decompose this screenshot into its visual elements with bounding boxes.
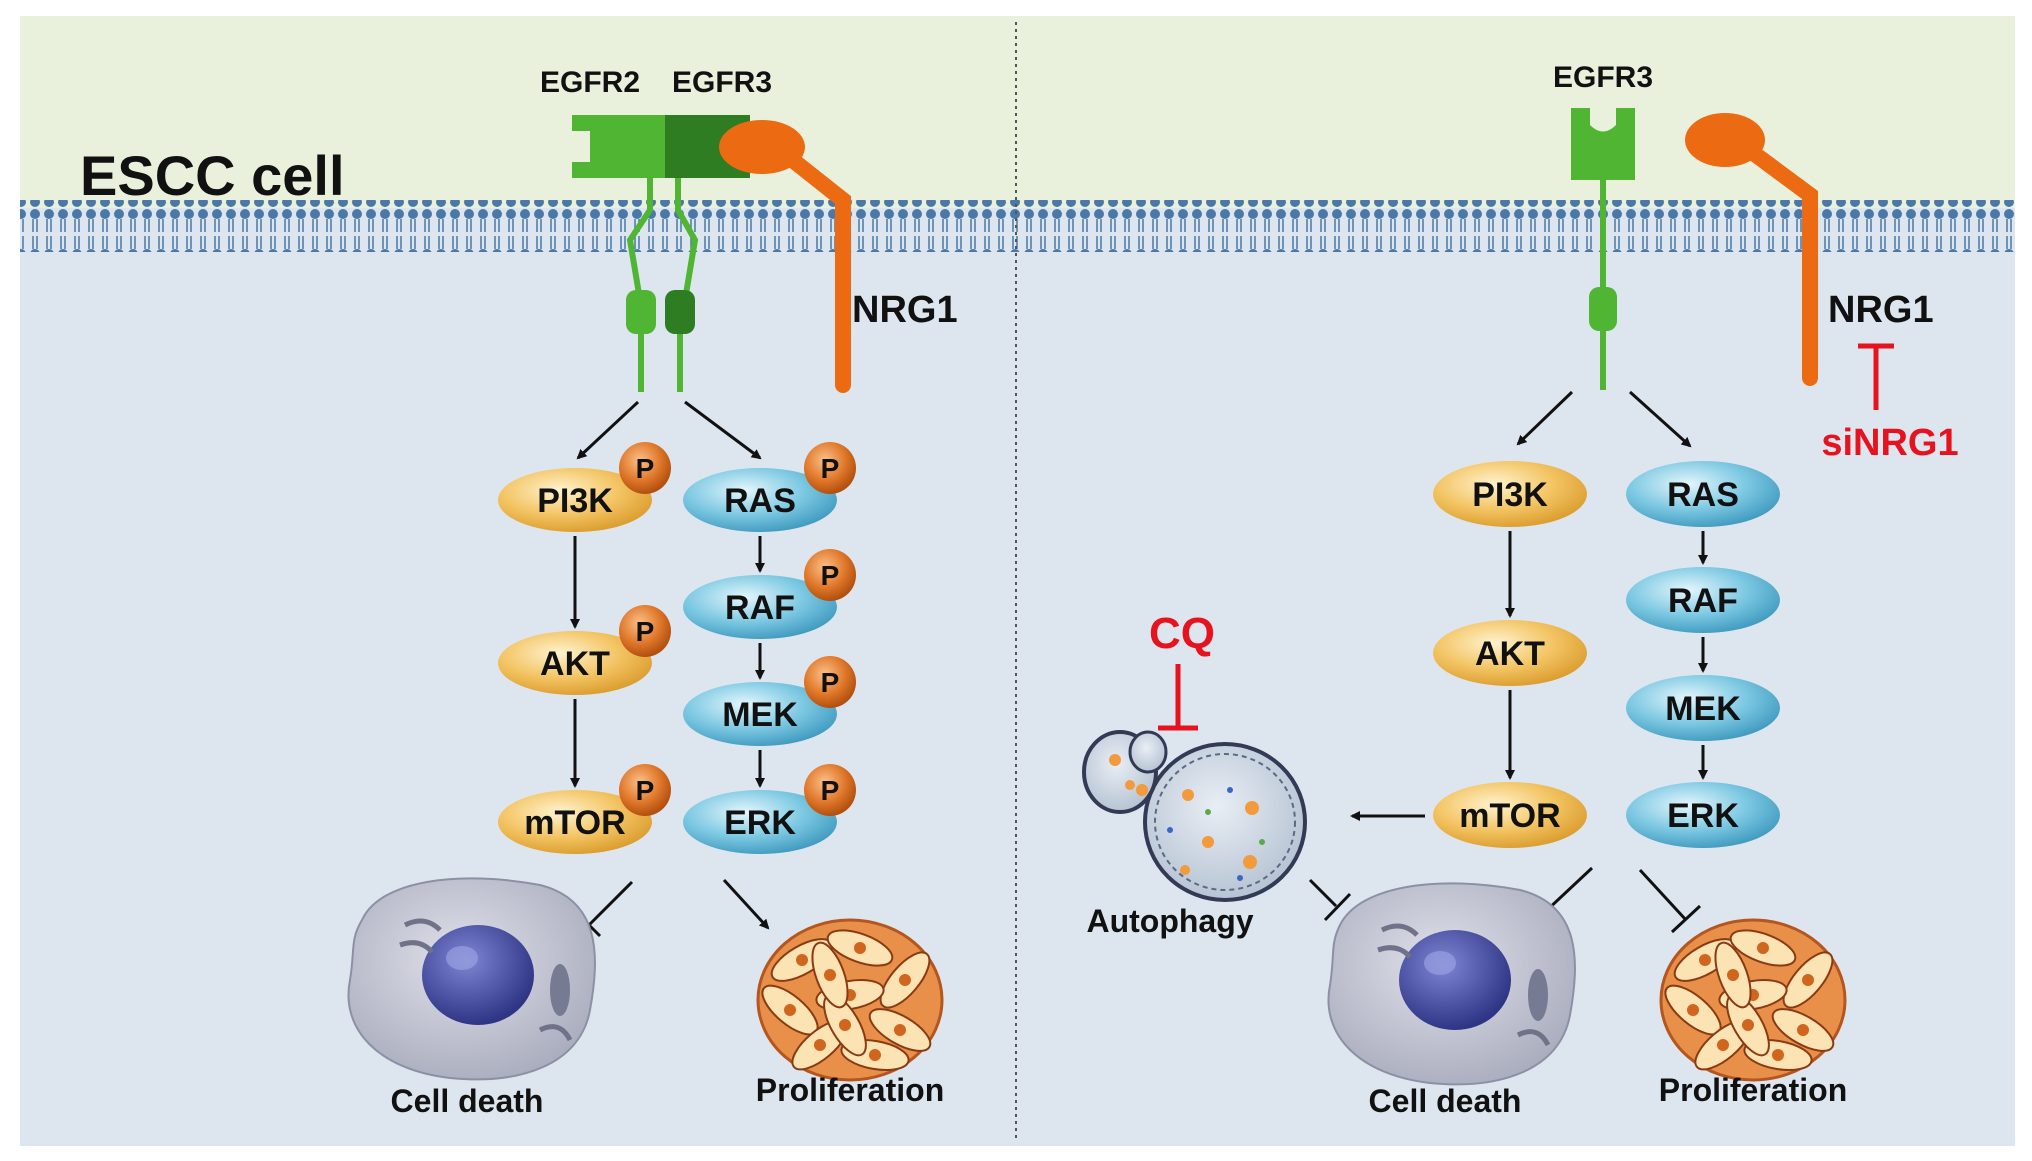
left-outcome-cell-death: Cell death [391,1083,544,1119]
right-receptor-monomer [1571,108,1635,390]
left-ras-column: RAS P RAF P MEK P ERK P [683,442,856,854]
right-node-label-akt: AKT [1475,635,1545,673]
left-node-erk [683,790,837,854]
left-cell-death-illustration [347,877,596,1081]
inhibit-right-erk-to-proliferation [1638,868,1688,922]
left-node-label-mek: MEK [722,696,798,734]
left-node-akt [498,631,652,695]
right-node-raf [1626,567,1780,633]
left-phospho-label-ras: P [821,453,840,484]
left-node-label-raf: RAF [725,589,795,627]
left-phospho-label-raf: P [821,560,840,591]
cell-label: ESCC cell [80,144,345,207]
left-ligand-label: NRG1 [852,289,958,331]
right-cell-death-illustration [1327,882,1576,1086]
left-phospho-pi3k [619,442,671,494]
inhibit-left-mtor-to-cell-death [588,880,634,926]
right-pi3k-column: PI3K AKT mTOR [1433,461,1587,848]
right-node-erk [1626,782,1780,848]
autophagy-illustration [1082,730,1307,902]
right-proliferation-illustration [1659,918,1847,1082]
left-phospho-akt [619,605,671,657]
left-phospho-mtor [619,764,671,816]
arrow-right-receptor-to-ras [1628,390,1692,448]
right-node-label-mtor: mTOR [1459,797,1560,835]
left-phospho-ras [804,442,856,494]
left-node-ras [683,468,837,532]
left-node-label-akt: AKT [540,645,610,683]
arrow-receptor-to-pi3k [576,400,640,460]
left-phospho-label-erk: P [821,775,840,806]
inhibit-autophagy-to-cell-death [1308,878,1338,908]
left-phospho-label-pi3k: P [636,453,655,484]
left-phospho-raf [804,549,856,601]
left-receptor-dimer [572,115,750,392]
right-outcome-proliferation: Proliferation [1659,1072,1847,1108]
inhibit-right-bar [1670,904,1702,934]
right-node-pi3k [1433,461,1587,527]
left-phospho-label-akt: P [636,616,655,647]
left-node-mtor [498,790,652,854]
right-ligand-label: NRG1 [1828,289,1934,331]
cell-membrane [20,200,2015,252]
arrow-receptor-to-ras [684,400,762,460]
left-node-raf [683,575,837,639]
autophagy-label: Autophagy [1086,903,1253,939]
left-phospho-mek [804,656,856,708]
left-node-mek [683,682,837,746]
right-node-mtor [1433,782,1587,848]
right-ras-column: RAS RAF MEK ERK [1626,461,1780,848]
left-phospho-label-mtor: P [636,775,655,806]
receptor-label-egfr2: EGFR2 [540,66,640,99]
left-nrg1-ligand [719,120,851,393]
left-node-label-ras: RAS [724,482,796,520]
right-node-label-pi3k: PI3K [1472,476,1548,514]
left-node-pi3k [498,468,652,532]
right-node-label-ras: RAS [1667,476,1739,514]
sinrg1-label: siNRG1 [1821,422,1958,464]
right-node-label-raf: RAF [1668,582,1738,620]
receptor-label-egfr3: EGFR3 [672,66,772,99]
right-node-label-erk: ERK [1667,797,1739,835]
inhibit-autophagy-bar [1323,892,1352,922]
left-node-label-erk: ERK [724,804,796,842]
right-receptor-label: EGFR3 [1553,61,1653,94]
right-node-mek [1626,675,1780,741]
left-proliferation-illustration [756,918,944,1082]
left-node-label-pi3k: PI3K [537,482,613,520]
left-node-label-mtor: mTOR [524,804,625,842]
right-node-ras [1626,461,1780,527]
arrow-left-erk-to-proliferation [722,878,770,930]
arrow-right-receptor-to-pi3k [1516,390,1574,446]
extracellular-space [20,16,2015,208]
arrow-right-erk-to-cell-death [1543,866,1594,914]
right-outcome-cell-death: Cell death [1369,1083,1522,1119]
right-node-akt [1433,620,1587,686]
cq-label: CQ [1149,609,1215,658]
left-phospho-label-mek: P [821,667,840,698]
right-node-label-mek: MEK [1665,690,1741,728]
left-outcome-proliferation: Proliferation [756,1072,944,1108]
right-nrg1-ligand [1685,113,1818,386]
left-phospho-erk [804,764,856,816]
